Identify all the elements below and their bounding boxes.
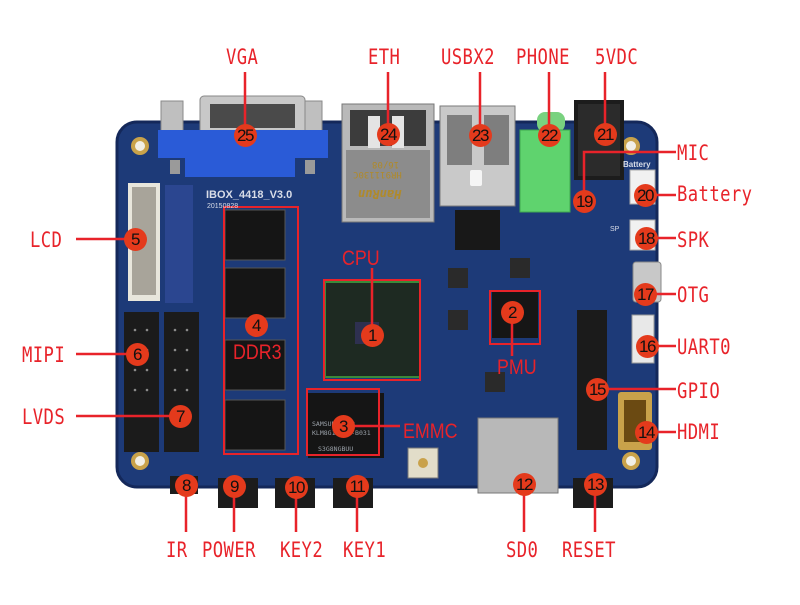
callout-badge-20: 20 xyxy=(633,183,657,207)
callout-label-hdmi: HDMI xyxy=(677,420,721,444)
callout-badge-1: 1 xyxy=(360,323,384,347)
spk-silk: SP xyxy=(610,226,620,233)
callout-badge-25: 25 xyxy=(233,123,257,147)
battery-silk: Battery xyxy=(623,160,651,169)
callout-badge-2: 2 xyxy=(500,300,524,324)
callout-badge-13: 13 xyxy=(583,472,607,496)
emmc-chip-line3: S3G8NGBUU xyxy=(318,445,354,453)
callout-badge-11: 11 xyxy=(345,474,369,498)
eth-jack-date: 16/08 xyxy=(372,159,400,169)
eth-jack-part: HR911130C xyxy=(353,169,402,179)
leader-line-mic xyxy=(582,150,676,201)
callout-badge-23: 23 xyxy=(468,123,492,147)
callout-badge-6: 6 xyxy=(125,342,149,366)
callout-label-uart0: UART0 xyxy=(677,335,731,359)
tact-switch xyxy=(407,447,439,479)
callout-badge-21: 21 xyxy=(593,122,617,146)
callout-label-usbx2: USBX2 xyxy=(441,45,495,69)
emmc-onboard-label: EMMC xyxy=(403,420,458,443)
callout-badge-4: 4 xyxy=(244,313,268,337)
callout-badge-22: 22 xyxy=(537,123,561,147)
callout-label-lcd: LCD xyxy=(30,228,63,252)
ddr3-chips xyxy=(224,209,286,451)
usb-connector xyxy=(439,105,516,207)
ddr3-highlight xyxy=(223,206,299,455)
board-model-silk: IBOX_4418_V3.0 xyxy=(206,189,293,201)
pmu-onboard-label: PMU xyxy=(497,356,537,379)
callout-label-phone: PHONE xyxy=(516,45,570,69)
callout-label-mipi: MIPI xyxy=(22,343,66,367)
callout-badge-17: 17 xyxy=(633,282,657,306)
callout-label-otg: OTG xyxy=(677,283,710,307)
callout-label-ir: IR xyxy=(166,538,188,562)
usb-hub-chip xyxy=(455,210,500,250)
callout-badge-16: 16 xyxy=(635,334,659,358)
ddr3-onboard-label: DDR3 xyxy=(233,341,282,364)
inductors xyxy=(448,258,530,392)
callout-label-lvds: LVDS xyxy=(22,405,66,429)
eth-jack-brand: HanRun xyxy=(358,187,402,201)
callout-label-power: POWER xyxy=(202,538,256,562)
cpu-onboard-label: CPU xyxy=(342,247,380,270)
emmc-highlight xyxy=(306,388,380,456)
callout-badge-14: 14 xyxy=(634,420,658,444)
callout-badge-9: 9 xyxy=(222,474,246,498)
callout-label-mic: MIC xyxy=(677,141,710,165)
callout-label-gpio: GPIO xyxy=(677,379,721,403)
callout-label-5vdc: 5VDC xyxy=(595,45,639,69)
callout-badge-12: 12 xyxy=(512,472,536,496)
callout-label-battery: Battery xyxy=(677,182,753,206)
callout-badge-19: 19 xyxy=(572,189,596,213)
callout-badge-10: 10 xyxy=(284,475,308,499)
mipi-header xyxy=(124,312,159,452)
callout-label-key2: KEY2 xyxy=(280,538,324,562)
pmu-highlight xyxy=(489,290,541,345)
callout-label-sd0: SD0 xyxy=(506,538,539,562)
callout-badge-5: 5 xyxy=(123,227,147,251)
callout-label-vga: VGA xyxy=(226,45,259,69)
callout-badge-8: 8 xyxy=(174,473,198,497)
callout-badge-24: 24 xyxy=(376,122,400,146)
board-date-silk: 20150828 xyxy=(207,203,239,210)
callout-label-eth: ETH xyxy=(368,45,401,69)
callout-badge-3: 3 xyxy=(331,414,355,438)
callout-label-reset: RESET xyxy=(562,538,616,562)
callout-badge-18: 18 xyxy=(634,226,658,250)
lvds-header xyxy=(164,312,199,452)
callout-label-key1: KEY1 xyxy=(343,538,387,562)
callout-badge-15: 15 xyxy=(585,377,609,401)
callout-label-spk: SPK xyxy=(677,228,710,252)
lcd-pin-array xyxy=(165,185,193,303)
callout-badge-7: 7 xyxy=(168,404,192,428)
